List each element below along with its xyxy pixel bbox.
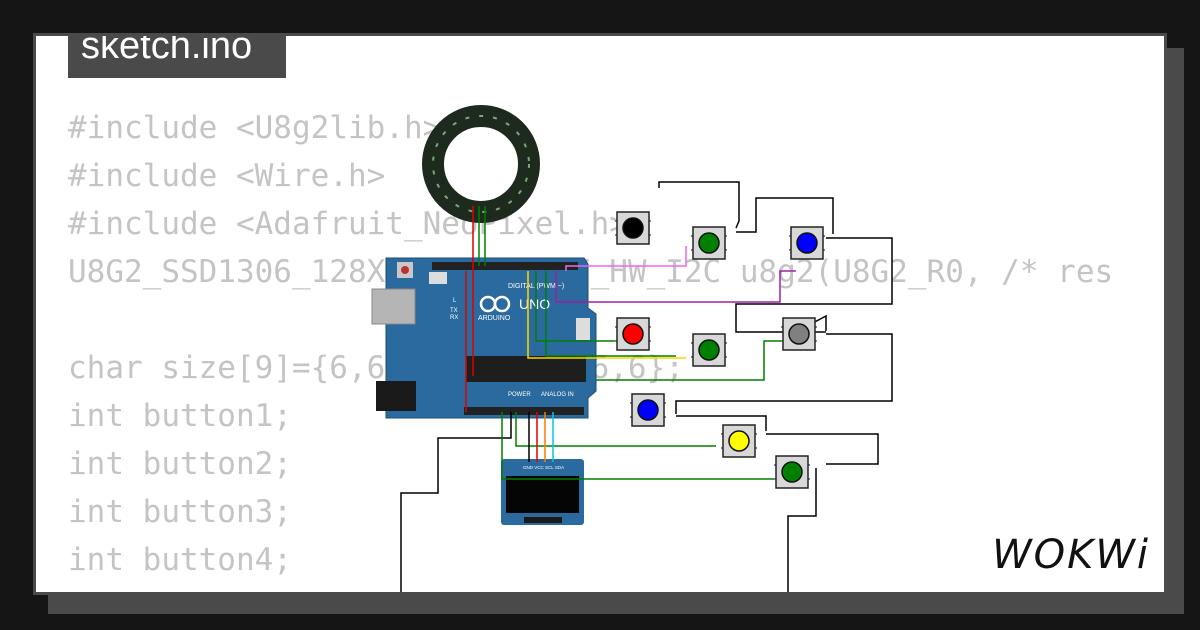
preview-card: #include <U8g2lib.h> #include <Wire.h> #in… [33,33,1167,595]
push-buttons [615,211,825,489]
code-line: #include <Wire.h> [68,158,386,194]
button-cap [698,232,720,254]
code-line: int button3; [68,494,292,530]
button-cap [622,323,644,345]
code-line: int button4; [68,542,292,578]
code-line: int button2; [68,446,292,482]
code-line: #include <U8g2lib.h> [68,110,442,146]
push-button-btn-blue-2[interactable] [630,393,666,427]
code-line: int button1; [68,398,292,434]
push-button-btn-black-1[interactable] [615,211,651,245]
power-jack [376,381,416,411]
button-cap [781,461,803,483]
board-model: UNO [519,296,550,312]
l-label: L [453,298,457,304]
button-cap [728,430,750,452]
code-line: int button5; [68,584,1133,592]
oled-display[interactable]: GND VCC SCL SDA [501,459,584,525]
icsp-header [429,272,447,284]
tx-label: TX [450,308,458,314]
neopixel-ring[interactable] [422,105,540,223]
push-button-btn-green-3[interactable] [774,455,810,489]
digital-header [432,262,578,270]
usb-port [371,288,416,325]
push-button-btn-yellow-1[interactable] [721,424,757,458]
power-label: POWER [508,392,531,398]
arduino-uno-board[interactable]: UNO ARDUINO DIGITAL (PWM ~) POWER ANALOG… [371,257,597,419]
wires [400,181,893,592]
wokwi-logo: WOKWi [992,532,1150,578]
code-line: #include <Adafruit_NeoPixel.h> [68,206,628,242]
push-button-btn-red-1[interactable] [615,317,651,351]
button-cap [788,323,810,345]
push-button-btn-green-1[interactable] [691,226,727,260]
push-button-btn-gray-1[interactable] [781,317,817,351]
button-cap [796,232,818,254]
rx-label: RX [450,315,458,321]
button-cap [622,217,644,239]
push-button-btn-green-2[interactable] [691,333,727,367]
oled-ribbon [524,517,562,523]
button-cap [637,399,659,421]
file-tab[interactable]: sketch.ino [68,36,286,78]
analog-label: ANALOG IN [541,392,574,398]
push-button-btn-blue-1[interactable] [789,226,825,260]
atmega-chip [466,356,586,382]
power-analog-header [464,407,584,415]
button-cap [698,339,720,361]
reset-button-cap [401,266,409,274]
oled-pins-label: GND VCC SCL SDA [523,465,564,470]
circuit-diagram: UNO ARDUINO DIGITAL (PWM ~) POWER ANALOG… [371,105,893,592]
icsp-header-2 [576,318,590,340]
board-brand: ARDUINO [478,315,511,322]
oled-screen [506,476,579,513]
infinity-right [493,295,511,313]
